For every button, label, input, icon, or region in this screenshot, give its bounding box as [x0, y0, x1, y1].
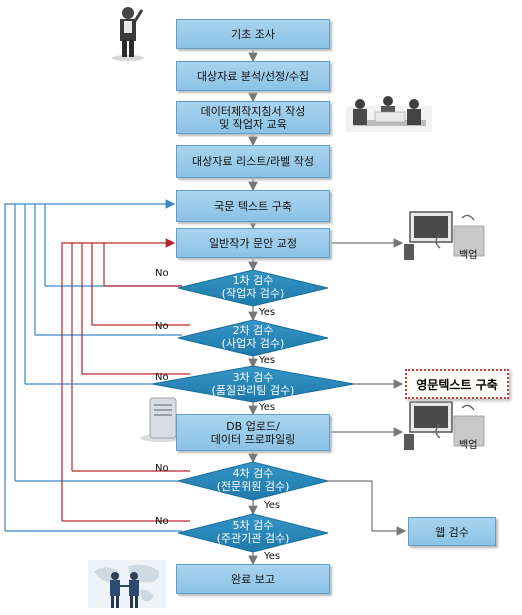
step-final-report-label: 완료 보고 — [231, 572, 275, 586]
review-3-diamond — [151, 365, 355, 403]
backup-label-2: 백업 — [459, 440, 478, 451]
review-4-title: 4차 검수 — [232, 467, 274, 480]
step-korean-text-label: 국문 텍스트 구축 — [214, 199, 292, 213]
review-5-title: 5차 검수 — [232, 519, 274, 532]
step-db-line2: 데이터 프로파일링 — [210, 432, 296, 446]
yes-label-4: Yes — [264, 500, 281, 511]
meeting-group-icon — [346, 96, 432, 132]
english-text-label: 영문텍스트 구축 — [416, 377, 498, 392]
step-final-report: 완료 보고 — [176, 564, 330, 594]
yes-label-3: Yes — [259, 402, 276, 413]
yes-label-2: Yes — [259, 355, 276, 366]
review-4-diamond — [177, 461, 329, 501]
review-2-label: 2차 검수 (사업자 검수) — [193, 324, 313, 350]
review-diamonds — [151, 269, 355, 553]
review-5-label: 5차 검수 (주관기관 검수) — [193, 519, 313, 545]
review-5-diamond — [177, 513, 329, 553]
loops-blue — [4, 199, 182, 532]
step-guide-training: 데이터제작지침서 작성 및 작업자 교육 — [176, 101, 330, 134]
observer-person-icon — [112, 7, 144, 61]
review-4-sub: (전문위원 검수) — [216, 480, 290, 493]
computer-backup-icon — [404, 211, 485, 260]
review-2-title: 2차 검수 — [232, 324, 274, 337]
review-3-sub: (품질관리팀 검수) — [211, 384, 295, 397]
english-text-box: 영문텍스트 구축 — [405, 369, 509, 399]
step-guide-line1: 데이터제작지침서 작성 — [200, 104, 306, 118]
review-1-title: 1차 검수 — [232, 274, 274, 287]
step-select-collect-label: 대상자료 분석/선정/수집 — [196, 69, 310, 83]
review-3-label: 3차 검수 (품질관리팀 검수) — [193, 371, 313, 397]
review-1-diamond — [177, 269, 329, 307]
step-db-upload: DB 업로드/ 데이터 프로파일링 — [176, 414, 330, 451]
review-5-sub: (주관기관 검수) — [216, 532, 290, 545]
side-connectors — [328, 238, 407, 536]
computer-backup-icon — [404, 401, 485, 450]
no-label-5: No — [155, 516, 169, 527]
step-select-collect: 대상자료 분석/선정/수집 — [176, 61, 330, 91]
step-basic-survey: 기초 조사 — [176, 19, 330, 49]
no-label-2: No — [155, 321, 169, 332]
step-korean-text: 국문 텍스트 구축 — [176, 190, 330, 222]
step-proofread-label: 일반작가 문안 교정 — [209, 236, 297, 250]
review-2-diamond — [177, 319, 329, 357]
step-db-line1: DB 업로드/ — [226, 419, 280, 433]
backup-label-1: 백업 — [459, 250, 478, 261]
web-review-label: 웹 검수 — [435, 525, 469, 539]
step-proofread: 일반작가 문안 교정 — [176, 228, 330, 258]
review-1-label: 1차 검수 (작업자 검수) — [193, 274, 313, 300]
step-guide-line2: 및 작업자 교육 — [219, 117, 287, 131]
world-map-handshake-icon — [88, 560, 166, 608]
review-1-sub: (작업자 검수) — [221, 287, 285, 300]
no-label-4: No — [155, 463, 169, 474]
review-2-sub: (사업자 검수) — [221, 337, 285, 350]
review-4-label: 4차 검수 (전문위원 검수) — [193, 467, 313, 493]
yes-label-1: Yes — [259, 307, 276, 318]
no-label-1: No — [155, 268, 169, 279]
web-review-box: 웹 검수 — [408, 517, 496, 546]
review-3-title: 3차 검수 — [232, 371, 274, 384]
step-list-label-text: 대상자료 리스트/라벨 작성 — [191, 155, 315, 168]
step-basic-survey-label: 기초 조사 — [231, 27, 275, 41]
no-label-3: No — [155, 372, 169, 383]
loops-red — [61, 238, 190, 522]
step-list-label: 대상자료 리스트/라벨 작성 — [176, 145, 330, 178]
yes-label-5: Yes — [264, 551, 281, 562]
